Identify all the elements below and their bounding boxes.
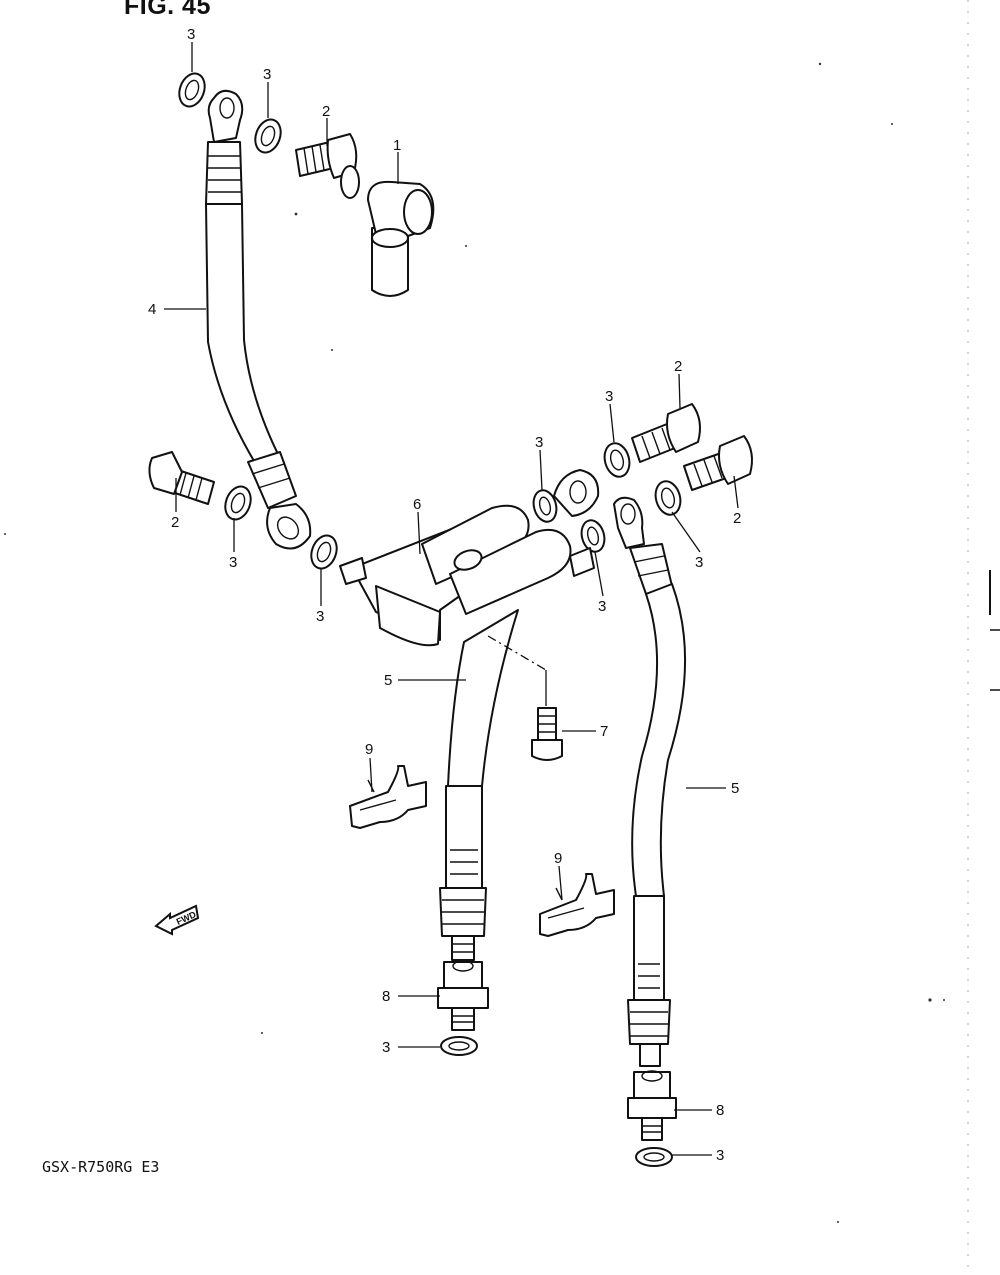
callout-1: 1: [393, 137, 401, 154]
callout-3: 3: [229, 554, 237, 571]
callout-2: 2: [674, 358, 682, 375]
clamp-right: [539, 873, 615, 937]
page-edge: [967, 0, 1000, 1270]
callout-3: 3: [382, 1039, 390, 1056]
brake-hose-upper: [205, 89, 312, 550]
callout-5: 5: [384, 672, 392, 689]
callout-3: 3: [316, 608, 324, 625]
callout-3: 3: [695, 554, 703, 571]
callout-2: 2: [322, 103, 330, 120]
callout-3: 3: [598, 598, 606, 615]
callout-3: 3: [605, 388, 613, 405]
figure-title: FIG. 45: [124, 0, 211, 20]
union-fitting: [367, 180, 435, 297]
callout-4: 4: [148, 301, 156, 318]
leader-lines: [164, 42, 739, 1156]
fwd-arrow-icon: FWD: [154, 904, 200, 936]
bolt: [531, 707, 563, 761]
brake-hose-lower-left: [439, 609, 519, 961]
model-code: GSX-R750RG E3: [42, 1158, 160, 1176]
callout-9: 9: [554, 850, 562, 867]
union-right: [627, 1070, 677, 1141]
callout-3: 3: [263, 66, 271, 83]
callout-6: 6: [413, 496, 421, 513]
callout-9: 9: [365, 741, 373, 758]
banjo-bolt-top: [295, 133, 360, 199]
gaskets: [178, 72, 682, 1167]
callout-3: 3: [187, 26, 195, 43]
callout-2: 2: [171, 514, 179, 531]
callout-3: 3: [535, 434, 543, 451]
clamp-left: [349, 765, 427, 829]
callout-8: 8: [716, 1102, 724, 1119]
brake-joint: [339, 469, 600, 647]
callout-5: 5: [731, 780, 739, 797]
callout-2: 2: [733, 510, 741, 527]
print-specks: [4, 62, 945, 1223]
callout-8: 8: [382, 988, 390, 1005]
callout-7: 7: [600, 723, 608, 740]
union-left: [437, 960, 489, 1031]
callout-numbers: 3 3 2 1 4 2 3 3 6 3 3 2 2 3 3 5 7 9 9 5 …: [148, 26, 741, 1164]
callout-3: 3: [716, 1147, 724, 1164]
brake-hose-lower-right: [613, 496, 686, 1067]
banjo-bolt-right-lower: [683, 435, 753, 491]
banjo-bolt-left: [148, 451, 215, 505]
banjo-bolt-right-upper: [631, 403, 701, 463]
